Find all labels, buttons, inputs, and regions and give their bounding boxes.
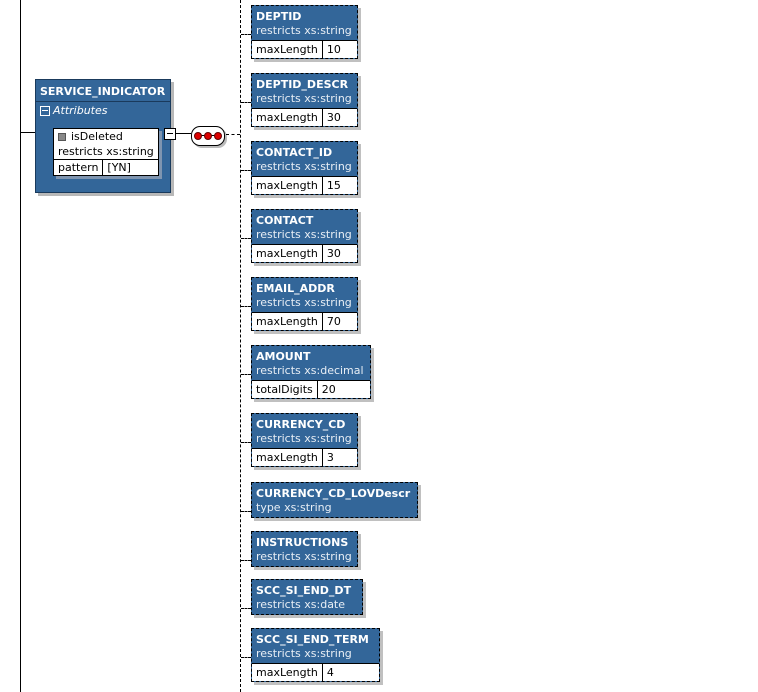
collapse-children-icon[interactable] xyxy=(164,128,176,140)
element-type: restricts xs:string xyxy=(256,432,352,445)
facet-name: maxLength xyxy=(252,177,323,194)
element-name: SCC_SI_END_TERM xyxy=(256,633,369,646)
child-connector xyxy=(241,511,251,512)
element-type: restricts xs:string xyxy=(256,24,352,37)
child-connector xyxy=(241,608,251,609)
element-name: EMAIL_ADDR xyxy=(256,282,335,295)
facet-value: 3 xyxy=(326,451,334,464)
collapse-icon[interactable] xyxy=(40,105,50,116)
element-name: CONTACT xyxy=(256,214,314,227)
attribute-icon xyxy=(58,133,66,141)
element-name: DEPTID xyxy=(256,10,302,23)
facet-value: [YN] xyxy=(107,161,131,174)
attributes-label: Attributes xyxy=(53,104,108,117)
child-connector xyxy=(241,442,251,443)
element-scc-si-end-dt[interactable]: SCC_SI_END_DT restricts xs:date xyxy=(251,579,363,615)
element-name: SERVICE_INDICATOR xyxy=(36,80,170,102)
facet-name: maxLength xyxy=(252,41,323,58)
element-type: restricts xs:decimal xyxy=(256,364,364,377)
facet-name: maxLength xyxy=(252,449,323,466)
facet-value: 10 xyxy=(326,43,341,56)
element-deptid-descr[interactable]: DEPTID_DESCR restricts xs:string maxLengt… xyxy=(251,73,358,127)
element-name: SCC_SI_END_DT xyxy=(256,584,352,597)
sequence-compositor-icon[interactable] xyxy=(191,126,225,146)
element-name: CURRENCY_CD xyxy=(256,418,346,431)
element-name: AMOUNT xyxy=(256,350,311,363)
facet-name: totalDigits xyxy=(252,381,318,398)
element-type: restricts xs:string xyxy=(256,647,352,660)
element-type: restricts xs:string xyxy=(256,92,352,105)
compositor-children-link xyxy=(226,134,240,135)
element-type: restricts xs:string xyxy=(256,228,352,241)
attribute-isdeleted[interactable]: isDeleted restricts xs:string pattern [Y… xyxy=(53,128,159,176)
element-name: INSTRUCTIONS xyxy=(256,536,349,549)
facet-name: maxLength xyxy=(252,245,323,262)
child-connector xyxy=(241,657,251,658)
child-connector xyxy=(241,306,251,307)
element-scc-si-end-term[interactable]: SCC_SI_END_TERM restricts xs:string maxLe… xyxy=(251,628,380,682)
facet-value: 20 xyxy=(321,383,336,396)
attributes-toggle[interactable]: Attributes xyxy=(36,102,170,119)
element-type: restricts xs:string xyxy=(256,296,352,309)
facet-name: pattern xyxy=(54,160,104,175)
element-currency-cd-lovdescr[interactable]: CURRENCY_CD_LOVDescr type xs:string xyxy=(251,482,418,518)
child-connector xyxy=(241,560,251,561)
facet-value: 70 xyxy=(326,315,341,328)
service-indicator-element[interactable]: SERVICE_INDICATOR Attributes isDeleted r… xyxy=(35,79,171,193)
parent-link-line xyxy=(20,132,35,133)
element-type: restricts xs:date xyxy=(256,598,346,611)
attribute-restriction: restricts xs:string xyxy=(58,145,154,158)
child-connector xyxy=(241,238,251,239)
facet-value: 30 xyxy=(326,111,341,124)
element-name: CURRENCY_CD_LOVDescr xyxy=(256,487,411,500)
element-type: restricts xs:string xyxy=(256,160,352,173)
facet-value: 30 xyxy=(326,247,341,260)
child-connector xyxy=(241,374,251,375)
child-connector xyxy=(241,170,251,171)
element-type: restricts xs:string xyxy=(256,550,352,563)
element-name: DEPTID_DESCR xyxy=(256,78,349,91)
facet-value: 4 xyxy=(326,666,334,679)
facet-name: maxLength xyxy=(252,109,323,126)
facet-name: maxLength xyxy=(252,664,323,681)
child-connector xyxy=(241,102,251,103)
element-currency-cd[interactable]: CURRENCY_CD restricts xs:string maxLength… xyxy=(251,413,358,467)
element-type: type xs:string xyxy=(256,501,332,514)
sequence-children-line xyxy=(240,0,241,692)
element-name: CONTACT_ID xyxy=(256,146,333,159)
facet-name: maxLength xyxy=(252,313,323,330)
attribute-name: isDeleted xyxy=(71,130,123,143)
parent-connector-line xyxy=(20,0,21,692)
child-connector xyxy=(241,34,251,35)
facet-value: 15 xyxy=(326,179,341,192)
attribute-facet: pattern [YN] xyxy=(54,159,158,175)
compositor-link-line xyxy=(175,133,191,134)
element-instructions[interactable]: INSTRUCTIONS restricts xs:string xyxy=(251,531,358,567)
